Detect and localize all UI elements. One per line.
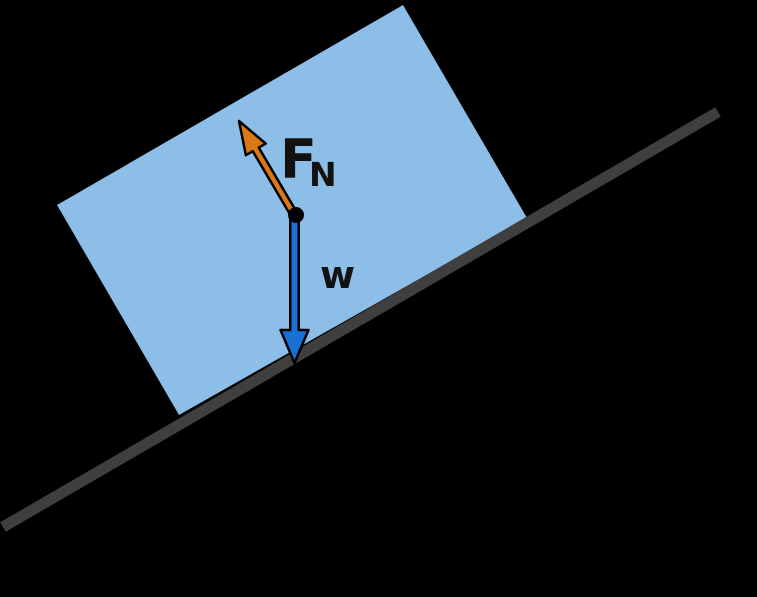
normal-force-label: F N <box>280 128 337 194</box>
normal-force-arrow <box>237 119 300 220</box>
weight-arrow <box>279 213 310 365</box>
weight-label: w <box>320 253 355 297</box>
normal-force-label-main: F <box>280 128 317 191</box>
incline-surface <box>0 107 721 532</box>
force-origin-dot <box>288 207 304 223</box>
normal-force-label-subscript: N <box>309 155 337 194</box>
